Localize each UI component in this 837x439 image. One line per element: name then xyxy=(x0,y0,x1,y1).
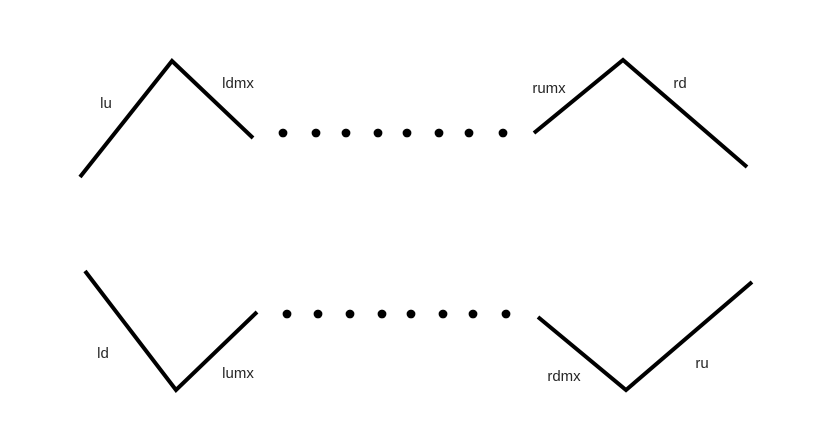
dot xyxy=(468,309,478,319)
dot xyxy=(501,309,511,319)
dot xyxy=(373,128,383,138)
top-dot-row xyxy=(278,128,508,138)
dot xyxy=(464,128,474,138)
dot xyxy=(406,309,416,319)
label-rd: rd xyxy=(673,75,686,92)
label-ld: ld xyxy=(97,345,109,362)
label-rdmx: rdmx xyxy=(547,368,581,385)
label-rumx: rumx xyxy=(532,80,566,97)
segment-top-right-peak xyxy=(532,57,749,169)
dot xyxy=(345,309,355,319)
segment-top-left-peak xyxy=(78,58,255,179)
dot xyxy=(278,128,288,138)
dot xyxy=(341,128,351,138)
dot xyxy=(434,128,444,138)
label-ldmx: ldmx xyxy=(222,75,254,92)
dot xyxy=(313,309,323,319)
dot xyxy=(311,128,321,138)
segment-bottom-left-valley xyxy=(83,269,259,393)
label-ru: ru xyxy=(695,355,708,372)
dot xyxy=(402,128,412,138)
label-lumx: lumx xyxy=(222,365,254,382)
segment-bottom-right-valley xyxy=(536,280,754,393)
bottom-dot-row xyxy=(282,309,511,319)
label-lu: lu xyxy=(100,95,112,112)
dot xyxy=(282,309,292,319)
dot xyxy=(438,309,448,319)
dot xyxy=(377,309,387,319)
dot xyxy=(498,128,508,138)
